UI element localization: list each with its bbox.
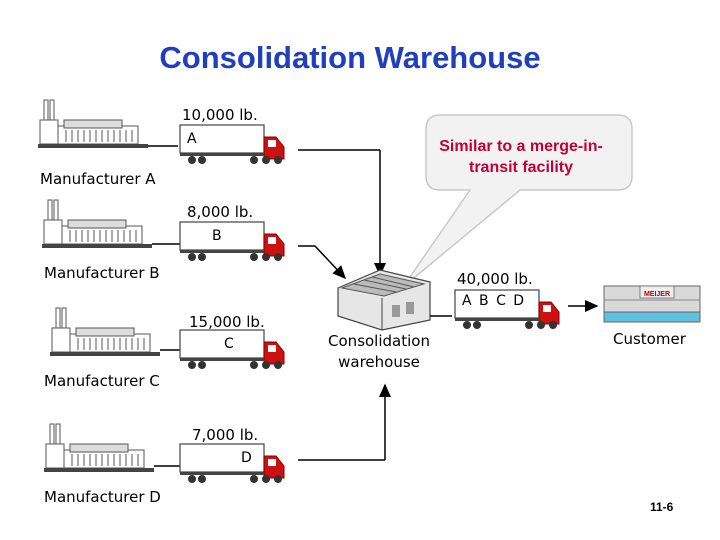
shipment-b-weight: 8,000 lb.	[187, 203, 254, 221]
shipment-d-weight: 7,000 lb.	[192, 426, 259, 444]
arrow-b-to-warehouse	[314, 245, 347, 280]
factory-b-icon	[41, 199, 153, 249]
callout-text: Similar to a merge-in-transit facility	[439, 138, 603, 176]
customer-store-sign: MEIJER	[644, 291, 670, 298]
truck-b-icon	[179, 221, 285, 262]
manufacturer-c-label: Manufacturer C	[44, 372, 160, 390]
slide-number: 11-6	[650, 500, 674, 514]
truck-b-letter: B	[212, 228, 222, 244]
truck-a-letter: A	[187, 131, 197, 147]
slide-title: Consolidation Warehouse	[159, 40, 541, 75]
factory-a-icon	[37, 99, 149, 149]
manufacturer-d-label: Manufacturer D	[44, 488, 161, 506]
manufacturer-b-label: Manufacturer B	[44, 264, 160, 282]
warehouse-label: Consolidation warehouse	[328, 332, 430, 371]
callout-bubble	[402, 114, 633, 288]
truck-c-letter: C	[224, 336, 234, 352]
truck-d-letter: D	[241, 450, 252, 466]
outbound-weight: 40,000 lb.	[457, 270, 533, 288]
factory-c-icon	[49, 307, 161, 357]
customer-label: Customer	[613, 330, 686, 348]
factory-d-icon	[43, 423, 155, 473]
customer-store-icon	[603, 285, 701, 323]
shipment-a-weight: 10,000 lb.	[182, 106, 258, 124]
outbound-letters: A B C D	[462, 293, 525, 309]
warehouse-icon	[337, 269, 431, 331]
shipment-c-weight: 15,000 lb.	[189, 313, 265, 331]
manufacturer-a-label: Manufacturer A	[40, 170, 156, 188]
truck-d-icon	[179, 443, 285, 484]
